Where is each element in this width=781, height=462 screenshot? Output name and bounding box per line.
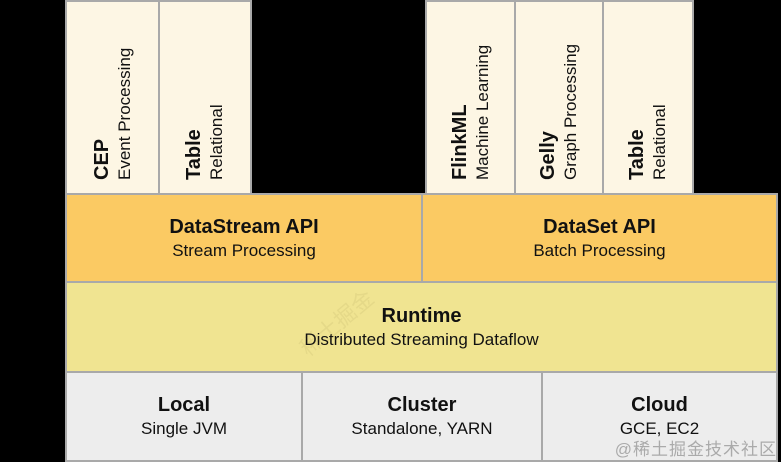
- library-name: Table: [183, 129, 206, 180]
- library-name: FlinkML: [448, 104, 471, 180]
- deploy-name: Local: [157, 394, 211, 417]
- deploy-subtitle: Single JVM: [141, 419, 227, 439]
- deploy-subtitle: GCE, EC2: [619, 419, 700, 439]
- library-name: CEP: [90, 138, 113, 180]
- library-subtitle: Relational: [650, 104, 670, 180]
- library-subtitle: Event Processing: [114, 47, 134, 180]
- api-name: DataStream API: [169, 215, 319, 238]
- runtime-subtitle: Distributed Streaming Dataflow: [304, 329, 539, 349]
- library-box-table-left: Table Relational: [158, 0, 252, 195]
- deploy-cloud-box: Cloud GCE, EC2: [541, 371, 778, 462]
- library-box-flinkml-text: FlinkML Machine Learning: [448, 2, 493, 193]
- library-box-table-left-text: Table Relational: [182, 2, 227, 193]
- api-subtitle: Stream Processing: [172, 240, 316, 260]
- runtime-box: Runtime Distributed Streaming Dataflow: [65, 281, 778, 373]
- dataset-api-box: DataSet API Batch Processing: [421, 193, 778, 283]
- library-box-table-right-text: Table Relational: [625, 2, 670, 193]
- deploy-subtitle: Standalone, YARN: [351, 419, 493, 439]
- api-subtitle: Batch Processing: [533, 240, 666, 260]
- library-box-flinkml: FlinkML Machine Learning: [425, 0, 516, 195]
- runtime-name: Runtime: [381, 304, 462, 327]
- library-subtitle: Machine Learning: [472, 44, 492, 180]
- deploy-name: Cloud: [631, 394, 688, 417]
- library-box-gelly: Gelly Graph Processing: [514, 0, 604, 195]
- library-box-gelly-text: Gelly Graph Processing: [536, 2, 581, 193]
- library-name: Table: [626, 129, 649, 180]
- deploy-local-box: Local Single JVM: [65, 371, 303, 462]
- deploy-name: Cluster: [387, 394, 457, 417]
- library-box-cep-text: CEP Event Processing: [90, 2, 135, 193]
- datastream-api-box: DataStream API Stream Processing: [65, 193, 423, 283]
- deploy-cluster-box: Cluster Standalone, YARN: [301, 371, 543, 462]
- library-subtitle: Graph Processing: [561, 43, 581, 180]
- library-box-table-right: Table Relational: [602, 0, 694, 195]
- library-box-cep: CEP Event Processing: [65, 0, 160, 195]
- library-subtitle: Relational: [207, 104, 227, 180]
- library-name: Gelly: [537, 131, 560, 180]
- api-name: DataSet API: [543, 215, 656, 238]
